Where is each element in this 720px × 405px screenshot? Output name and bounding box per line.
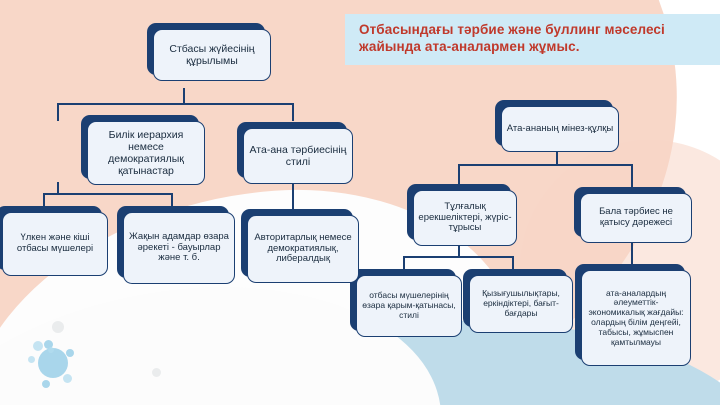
- node-label: Стбасы жүйесінің құрылымы: [169, 42, 255, 67]
- slide-header-banner: Отбасындағы тәрбие және буллинг мәселесі…: [345, 14, 720, 65]
- node-right-root[interactable]: Ата-ананың мінез-құлқы: [501, 106, 619, 152]
- connector-left-root-down: [183, 88, 185, 104]
- node-label: отбасы мүшелерінің өзара қарым-қатынасы,…: [362, 290, 456, 320]
- node-right-l3-2[interactable]: Қызығушылықтары, еркіндіктері, бағыт-бағ…: [469, 275, 573, 333]
- node-label: Тұлғалық ерекшеліктері, жүріс-тұрысы: [418, 200, 512, 234]
- node-label: Ата-ана тәрбиесінің стилі: [249, 143, 347, 168]
- connector-left-to-branch1: [57, 103, 59, 121]
- bubble-decoration: [42, 380, 50, 388]
- connector-left-to-leaf2: [171, 193, 173, 209]
- bubble-decoration: [38, 348, 68, 378]
- node-right-l3-3[interactable]: ата-аналардың әлеуметтік-экономикалық жа…: [581, 270, 691, 366]
- connector-left-level2-bar: [57, 103, 293, 105]
- bubble-decoration: [44, 340, 53, 349]
- connector-left-leaf-bar: [43, 193, 172, 195]
- node-left-l2-1[interactable]: Билік иерархия немесе демократиялық қаты…: [87, 121, 205, 185]
- node-right-l3-1[interactable]: отбасы мүшелерінің өзара қарым-қатынасы,…: [356, 275, 462, 337]
- connector-right-branch2-down: [631, 243, 633, 269]
- page-title: Отбасындағы тәрбие және буллинг мәселесі…: [359, 22, 665, 55]
- node-left-l2-2[interactable]: Ата-ана тәрбиесінің стилі: [243, 128, 353, 184]
- connector-left-branch1-down: [57, 182, 59, 194]
- connector-right-root-down: [556, 149, 558, 165]
- connector-right-to-branch1: [458, 164, 460, 185]
- bubble-decoration: [63, 374, 72, 383]
- bubble-decoration: [152, 368, 161, 377]
- node-left-l3-3[interactable]: Авторитарлық немесе демократиялық, либер…: [247, 215, 359, 283]
- node-label: Жақын адамдар өзара әрекеті - бауырлар ж…: [129, 230, 229, 264]
- bubble-decoration: [48, 347, 54, 353]
- connector-right-level2-bar: [458, 164, 632, 166]
- node-right-l2-2[interactable]: Бала тәрбиес не қатысу дәрежесі: [580, 193, 692, 243]
- connector-right-to-branch2: [631, 164, 633, 188]
- node-right-l2-1[interactable]: Тұлғалық ерекшеліктері, жүріс-тұрысы: [413, 190, 517, 246]
- node-label: Ата-ананың мінез-құлқы: [506, 122, 614, 134]
- connector-right-to-leaf2: [512, 256, 514, 272]
- node-left-l3-2[interactable]: Жақын адамдар өзара әрекеті - бауырлар ж…: [123, 212, 235, 284]
- bubble-decoration: [28, 356, 35, 363]
- bubble-decoration: [66, 349, 74, 357]
- node-label: Қызығушылықтары, еркіндіктері, бағыт-бағ…: [482, 288, 560, 318]
- node-label: Бала тәрбиес не қатысу дәрежесі: [599, 206, 673, 228]
- connector-right-to-leaf1: [403, 256, 405, 272]
- connector-left-to-branch2: [292, 103, 294, 121]
- node-label: ата-аналардың әлеуметтік-экономикалық жа…: [588, 287, 684, 347]
- connector-right-branch1-down: [458, 245, 460, 257]
- connector-right-leaf-bar: [403, 256, 513, 258]
- node-label: Авторитарлық немесе демократиялық, либер…: [254, 231, 352, 265]
- connector-left-to-leaf1: [43, 193, 45, 209]
- node-label: Үлкен және кіші отбасы мүшелері: [16, 232, 94, 254]
- node-left-root[interactable]: Стбасы жүйесінің құрылымы: [153, 29, 271, 81]
- bubble-decoration: [52, 321, 64, 333]
- node-left-l3-1[interactable]: Үлкен және кіші отбасы мүшелері: [2, 212, 108, 276]
- node-label: Билік иерархия немесе демократиялық қаты…: [108, 128, 184, 178]
- connector-left-branch2-down: [292, 182, 294, 209]
- bubble-decoration: [33, 341, 43, 351]
